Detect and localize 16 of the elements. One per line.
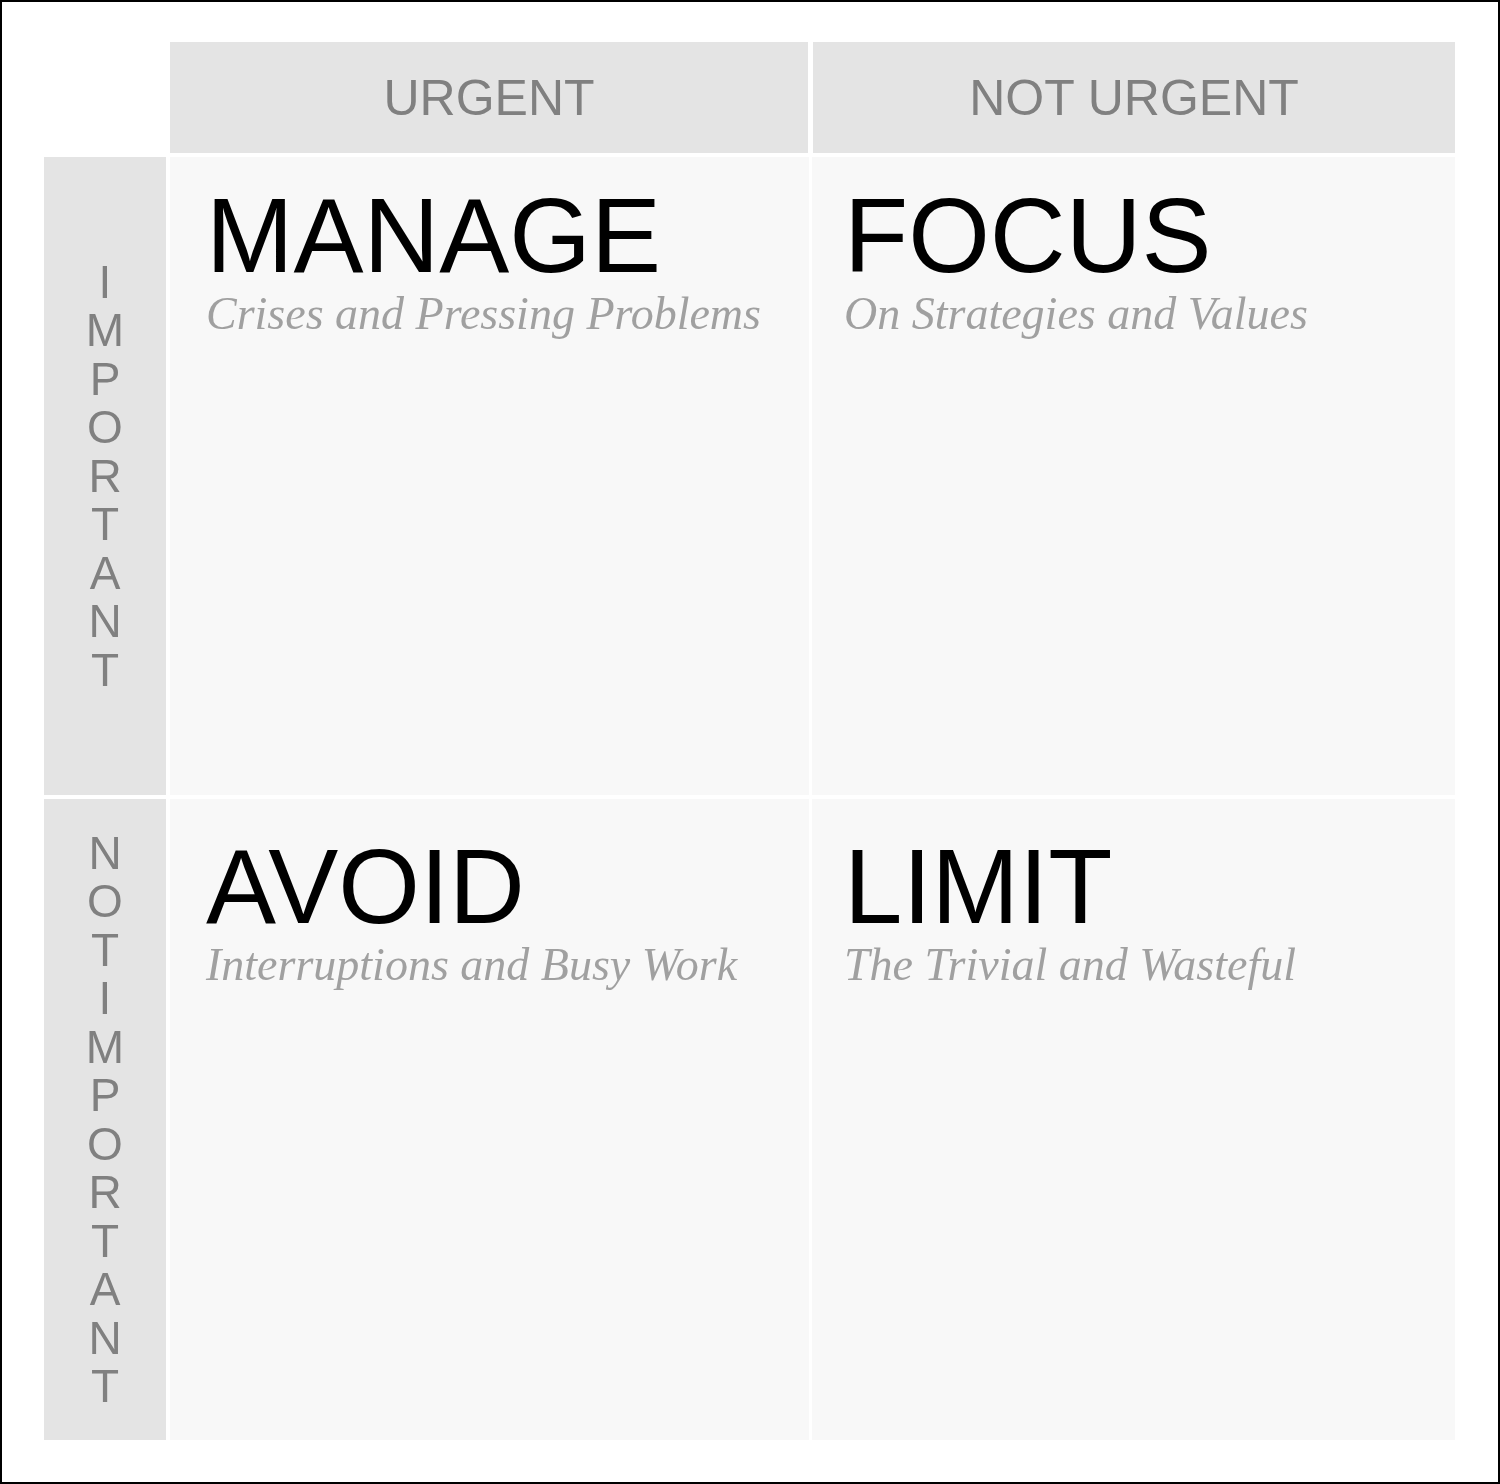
- quadrant-title: FOCUS: [844, 183, 1212, 288]
- row-header: [44, 157, 166, 795]
- row-label: IMPORTANT: [84, 257, 126, 695]
- quadrant-subtitle: On Strategies and Values: [844, 288, 1308, 341]
- quadrant-title: LIMIT: [844, 834, 1113, 939]
- column-label: URGENT: [383, 72, 595, 123]
- quadrant-subtitle: Crises and Pressing Problems: [206, 288, 761, 341]
- row-label: NOT IMPORTANT: [84, 828, 126, 1411]
- row-header: [44, 799, 166, 1440]
- quadrant-title: AVOID: [206, 834, 525, 939]
- quadrant-title: MANAGE: [206, 183, 662, 288]
- column-header: [813, 42, 1455, 153]
- quadrant-subtitle: The Trivial and Wasteful: [844, 939, 1296, 992]
- column-header: [170, 42, 808, 153]
- column-label: NOT URGENT: [969, 72, 1299, 123]
- quadrant-subtitle: Interruptions and Busy Work: [206, 939, 738, 992]
